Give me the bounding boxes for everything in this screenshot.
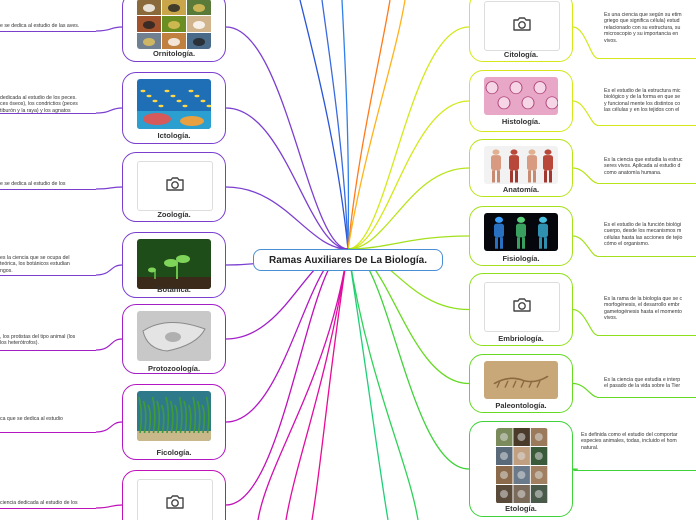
right-branch-anatomía[interactable]: Anatomía. [469, 139, 573, 197]
description-underline [597, 397, 696, 398]
description-underline [597, 125, 696, 126]
left-branch-ficología[interactable]: Ficología. [122, 384, 226, 460]
branch-description: dedicada al estudio de los peces. ces ós… [0, 95, 96, 114]
right-branch-fisiología[interactable]: Fisiología. [469, 206, 573, 266]
connector-line [348, 27, 469, 249]
description-underline [0, 189, 96, 190]
image-placeholder [137, 479, 213, 520]
left-branch-untitled[interactable] [122, 470, 226, 520]
branch-title: Citología. [470, 50, 572, 59]
branch-description: Es el estudio de la función biológi cuer… [604, 222, 696, 248]
branch-to-note-line [573, 310, 597, 336]
branch-description: Es definida como el estudio del comporta… [581, 432, 696, 451]
branch-description: Es la ciencia que estudia la estruc sere… [604, 157, 696, 176]
branch-to-note-line [573, 27, 597, 58]
description-underline [0, 275, 96, 276]
branch-to-note-line [96, 505, 122, 508]
description-underline [0, 350, 96, 351]
branch-description: es la ciencia que se ocupa del teórica, … [0, 255, 96, 274]
description-underline [0, 432, 96, 433]
branch-description: Es la rama de la biología que se c morfo… [604, 296, 696, 322]
branch-title: Etología. [470, 504, 572, 513]
branch-title: Protozoología. [123, 364, 225, 373]
description-underline [0, 113, 96, 114]
description-underline [0, 31, 96, 32]
camera-icon [165, 494, 185, 515]
branch-to-note-line [96, 108, 122, 113]
topic-image [137, 79, 211, 129]
branch-description: Es la ciencia que estudia e interp el pa… [604, 377, 696, 390]
right-branch-histología[interactable]: Histología. [469, 70, 573, 132]
branch-description: ca que se dedica al estudio [0, 416, 96, 422]
description-underline [597, 335, 696, 336]
camera-icon [165, 176, 185, 197]
right-branch-embriología[interactable]: Embriología. [469, 273, 573, 346]
left-branch-protozoología[interactable]: Protozoología. [122, 304, 226, 374]
image-placeholder [484, 282, 560, 332]
description-underline [0, 508, 96, 509]
central-topic[interactable]: Ramas Auxiliares De La Biología. [253, 249, 443, 271]
right-branch-paleontología[interactable]: Paleontología. [469, 354, 573, 413]
description-underline [597, 183, 696, 184]
connector-line [348, 249, 469, 469]
connector-line [286, 249, 348, 520]
camera-icon [512, 16, 532, 37]
branch-to-note-line [96, 187, 122, 189]
image-placeholder [484, 1, 560, 51]
branch-to-note-line [573, 384, 597, 398]
branch-title: Histología. [470, 117, 572, 126]
description-underline [597, 58, 696, 59]
branch-title: Embriología. [470, 334, 572, 343]
connector-line [312, 249, 348, 520]
branch-description: Es una ciencia que según su etim griego … [604, 12, 696, 44]
left-branch-ictología[interactable]: Ictología. [122, 72, 226, 144]
right-branch-citología[interactable]: Citología. [469, 0, 573, 62]
camera-icon [512, 297, 532, 318]
branch-to-note-line [573, 168, 597, 183]
branch-description: e se dedica al estudio de las aves. [0, 23, 96, 29]
branch-title: Ficología. [123, 448, 225, 457]
topic-image [137, 391, 211, 441]
branch-title: Ornitología. [123, 49, 225, 58]
branch-to-note-line [96, 339, 122, 350]
branch-to-note-line [96, 422, 122, 432]
branch-title: Botánica. [123, 285, 225, 294]
branch-to-note-line [96, 27, 122, 31]
topic-image [137, 0, 211, 49]
topic-image [496, 428, 548, 504]
left-branch-zoología[interactable]: Zoología. [122, 152, 226, 222]
left-branch-ornitología[interactable]: Ornitología. [122, 0, 226, 62]
topic-image [484, 213, 558, 251]
branch-description: ciencia dedicada al estudio de los [0, 500, 96, 506]
connector-line [348, 249, 418, 520]
connector-line [348, 249, 388, 520]
branch-title: Paleontología. [470, 401, 572, 410]
description-underline [574, 470, 696, 471]
branch-title: Anatomía. [470, 185, 572, 194]
branch-to-note-line [96, 265, 122, 275]
left-branch-botánica[interactable]: Botánica. [122, 232, 226, 298]
topic-image [484, 361, 558, 399]
topic-image [484, 77, 558, 115]
topic-image [484, 146, 558, 184]
topic-image [137, 311, 211, 361]
right-branch-etología[interactable]: Etología. [469, 421, 573, 517]
branch-description: e se dedica al estudio de los [0, 181, 96, 187]
central-topic-label: Ramas Auxiliares De La Biología. [269, 255, 427, 266]
branch-description: Es el estudio de la estructura mic bioló… [604, 88, 696, 114]
connector-line [226, 249, 348, 505]
topic-image [137, 239, 211, 289]
branch-title: Ictología. [123, 131, 225, 140]
branch-title: Zoología. [123, 210, 225, 219]
branch-title: Fisiología. [470, 254, 572, 263]
connector-line [300, 0, 348, 249]
branch-description: , los protistas del tipo animal (los los… [0, 334, 96, 347]
description-underline [597, 256, 696, 257]
branch-to-note-line [573, 236, 597, 256]
image-placeholder [137, 161, 213, 211]
branch-to-note-line [573, 101, 597, 125]
